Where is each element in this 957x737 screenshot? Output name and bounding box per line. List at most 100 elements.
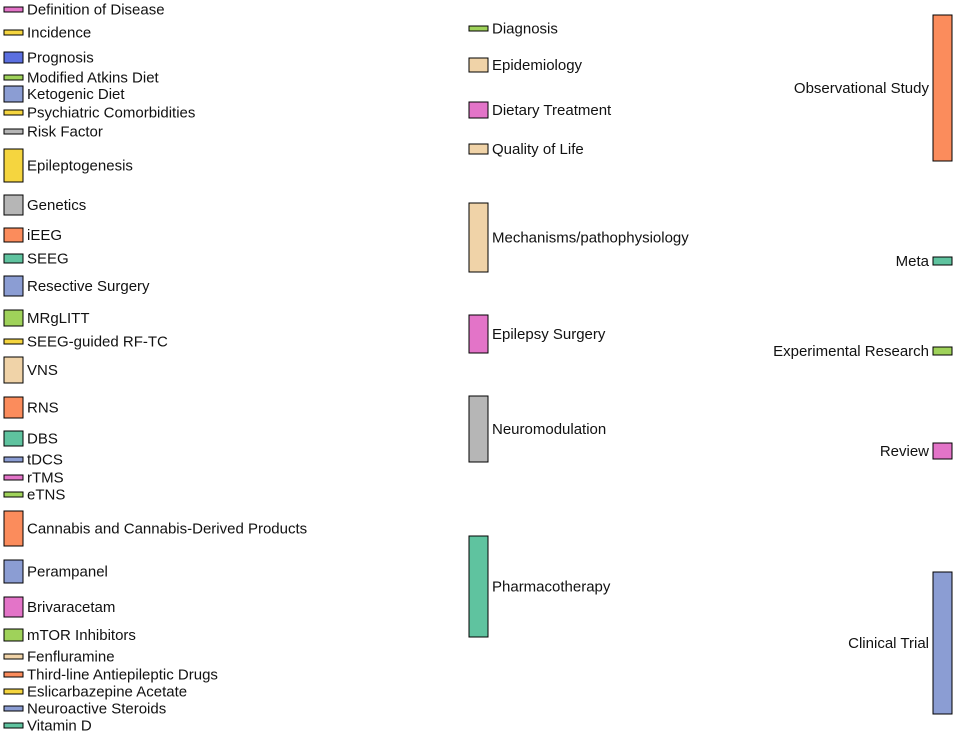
node-label-epig: Epileptogenesis bbox=[27, 158, 133, 175]
node-bar-third bbox=[3, 671, 24, 678]
node-bar-gen bbox=[3, 194, 24, 216]
node-def: Definition of Disease bbox=[3, 2, 165, 19]
node-bar-vns bbox=[3, 356, 24, 384]
node-bar-vitd bbox=[3, 722, 24, 729]
node-label-neuro: Neuroactive Steroids bbox=[27, 701, 166, 718]
node-bar-mad bbox=[3, 74, 24, 81]
node-mtor: mTOR Inhibitors bbox=[3, 627, 136, 644]
node-bar-neuro bbox=[3, 705, 24, 712]
node-label-exp: Experimental Research bbox=[773, 343, 929, 360]
node-bar-surg bbox=[468, 314, 489, 354]
node-bar-cann bbox=[3, 510, 24, 547]
node-cann: Cannabis and Cannabis-Derived Products bbox=[3, 510, 307, 547]
node-label-meta: Meta bbox=[896, 253, 930, 270]
node-label-third: Third-line Antiepileptic Drugs bbox=[27, 667, 218, 684]
node-bar-exp bbox=[932, 346, 953, 356]
node-label-res: Resective Surgery bbox=[27, 278, 150, 295]
node-bar-briv bbox=[3, 596, 24, 618]
link-nmod-ct bbox=[488, 414, 933, 639]
node-seeg: SEEG bbox=[3, 251, 69, 268]
node-label-pharm: Pharmacotherapy bbox=[492, 579, 611, 596]
node-label-epid: Epidemiology bbox=[492, 57, 583, 74]
node-label-dbs: DBS bbox=[27, 431, 58, 448]
node-bar-rftc bbox=[3, 338, 24, 345]
link-etns-nmod bbox=[23, 458, 469, 497]
node-bar-qol bbox=[468, 143, 489, 155]
node-label-rtms: rTMS bbox=[27, 470, 64, 487]
link-rns-nmod bbox=[23, 397, 469, 436]
node-ieeg: iEEG bbox=[3, 227, 62, 244]
node-exp: Experimental Research bbox=[773, 343, 953, 360]
node-label-diag: Diagnosis bbox=[492, 21, 558, 38]
node-gen: Genetics bbox=[3, 194, 86, 216]
node-neuro: Neuroactive Steroids bbox=[3, 701, 166, 718]
node-bar-mech bbox=[468, 202, 489, 273]
node-bar-fen bbox=[3, 653, 24, 660]
node-label-nmod: Neuromodulation bbox=[492, 421, 606, 438]
node-label-keto: Ketogenic Diet bbox=[27, 86, 125, 103]
node-label-vitd: Vitamin D bbox=[27, 718, 92, 735]
node-epid: Epidemiology bbox=[468, 57, 583, 74]
node-pharm: Pharmacotherapy bbox=[468, 535, 611, 638]
node-bar-esl bbox=[3, 688, 24, 695]
node-label-mtor: mTOR Inhibitors bbox=[27, 627, 136, 644]
node-label-rns: RNS bbox=[27, 400, 59, 417]
node-bar-mrg bbox=[3, 309, 24, 327]
node-label-qol: Quality of Life bbox=[492, 141, 584, 158]
node-third: Third-line Antiepileptic Drugs bbox=[3, 667, 218, 684]
link-surg-obs bbox=[488, 103, 933, 339]
node-label-vns: VNS bbox=[27, 362, 58, 379]
node-label-inc: Incidence bbox=[27, 25, 91, 42]
node-bar-seeg bbox=[3, 253, 24, 264]
node-label-seeg: SEEG bbox=[27, 251, 69, 268]
node-label-surg: Epilepsy Surgery bbox=[492, 326, 606, 343]
node-bar-etns bbox=[3, 491, 24, 498]
node-bar-keto bbox=[3, 85, 24, 103]
node-label-diet: Dietary Treatment bbox=[492, 102, 612, 119]
link-nmod-obs bbox=[488, 127, 933, 409]
node-bar-rns bbox=[3, 396, 24, 419]
node-epig: Epileptogenesis bbox=[3, 148, 133, 183]
node-rftc: SEEG-guided RF-TC bbox=[3, 334, 168, 351]
node-bar-rtms bbox=[3, 474, 24, 481]
node-nmod: Neuromodulation bbox=[468, 395, 606, 463]
node-bar-diet bbox=[468, 101, 489, 119]
node-bar-per bbox=[3, 559, 24, 584]
node-tdcs: tDCS bbox=[3, 452, 63, 469]
node-label-mad: Modified Atkins Diet bbox=[27, 70, 160, 87]
node-risk: Risk Factor bbox=[3, 124, 103, 141]
link-gen-mech bbox=[23, 195, 469, 250]
node-esl: Eslicarbazepine Acetate bbox=[3, 684, 187, 701]
node-inc: Incidence bbox=[3, 25, 91, 42]
node-label-cann: Cannabis and Cannabis-Derived Products bbox=[27, 521, 307, 538]
node-label-rftc: SEEG-guided RF-TC bbox=[27, 334, 168, 351]
node-bar-pharm bbox=[468, 535, 489, 638]
node-bar-rev bbox=[932, 442, 953, 460]
node-prog: Prognosis bbox=[3, 50, 94, 67]
node-surg: Epilepsy Surgery bbox=[468, 314, 606, 354]
node-obs: Observational Study bbox=[794, 14, 953, 162]
node-label-rev: Review bbox=[880, 443, 929, 460]
link-rtms-nmod bbox=[23, 453, 469, 480]
node-label-ieeg: iEEG bbox=[27, 227, 62, 244]
link-vns-nmod bbox=[23, 357, 469, 418]
node-vns: VNS bbox=[3, 356, 58, 384]
node-vitd: Vitamin D bbox=[3, 718, 92, 735]
node-bar-risk bbox=[3, 128, 24, 135]
node-bar-psy bbox=[3, 109, 24, 116]
node-label-etns: eTNS bbox=[27, 487, 65, 504]
node-qol: Quality of Life bbox=[468, 141, 584, 158]
link-tdcs-nmod bbox=[23, 449, 469, 462]
node-fen: Fenfluramine bbox=[3, 649, 115, 666]
node-ct: Clinical Trial bbox=[848, 571, 953, 715]
link-surg-ct bbox=[488, 344, 933, 593]
node-label-risk: Risk Factor bbox=[27, 124, 103, 141]
node-bar-tdcs bbox=[3, 456, 24, 463]
node-mech: Mechanisms/pathophysiology bbox=[468, 202, 689, 273]
node-label-esl: Eslicarbazepine Acetate bbox=[27, 684, 187, 701]
link-ieeg-mech bbox=[23, 228, 469, 263]
node-bar-ieeg bbox=[3, 227, 24, 243]
node-label-ct: Clinical Trial bbox=[848, 635, 929, 652]
node-bar-epid bbox=[468, 57, 489, 73]
node-label-def: Definition of Disease bbox=[27, 2, 165, 19]
